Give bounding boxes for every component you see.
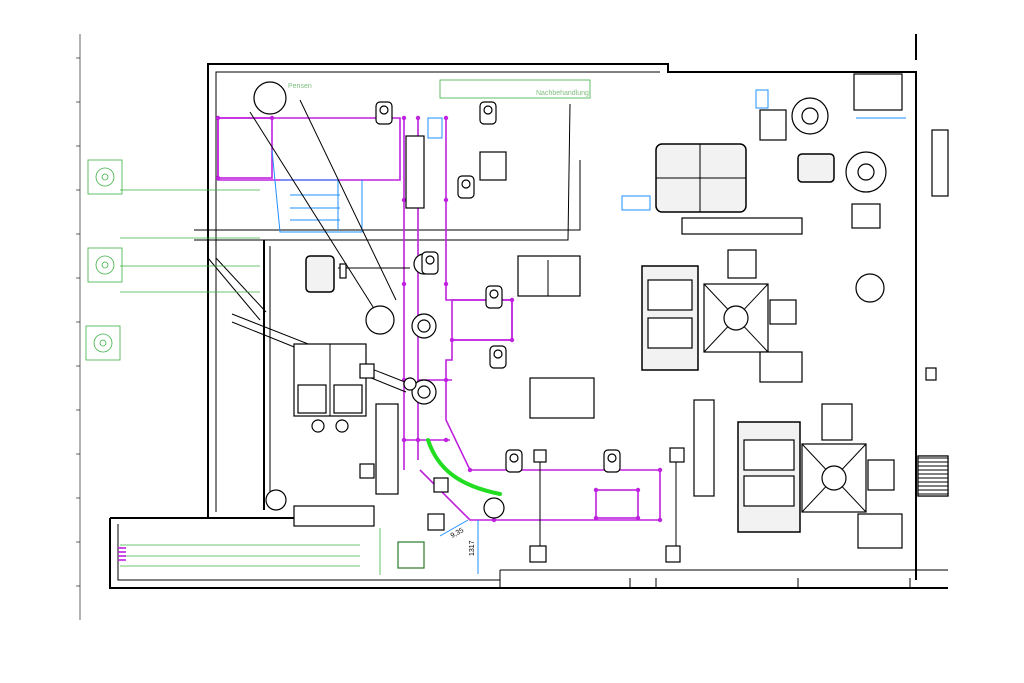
dimension-vertical: 1317 (469, 540, 476, 556)
annotation-lines: Pensen Nachbehandlung (85, 79, 591, 575)
central-column (403, 135, 715, 563)
pipe-markers (118, 547, 126, 561)
blue-platform (271, 89, 906, 233)
building-walls (109, 34, 948, 589)
left-ruler (76, 34, 81, 620)
dimension-annotations: 9,35 1317 (439, 519, 479, 574)
left-machinery (265, 255, 445, 531)
inclined-conveyor (231, 81, 411, 393)
pump-units (375, 101, 621, 473)
zone-label-pensen: Pensen (288, 83, 312, 90)
zone-label-nachbehandlung: Nachbehandlung (536, 90, 589, 97)
right-machinery (641, 73, 949, 549)
